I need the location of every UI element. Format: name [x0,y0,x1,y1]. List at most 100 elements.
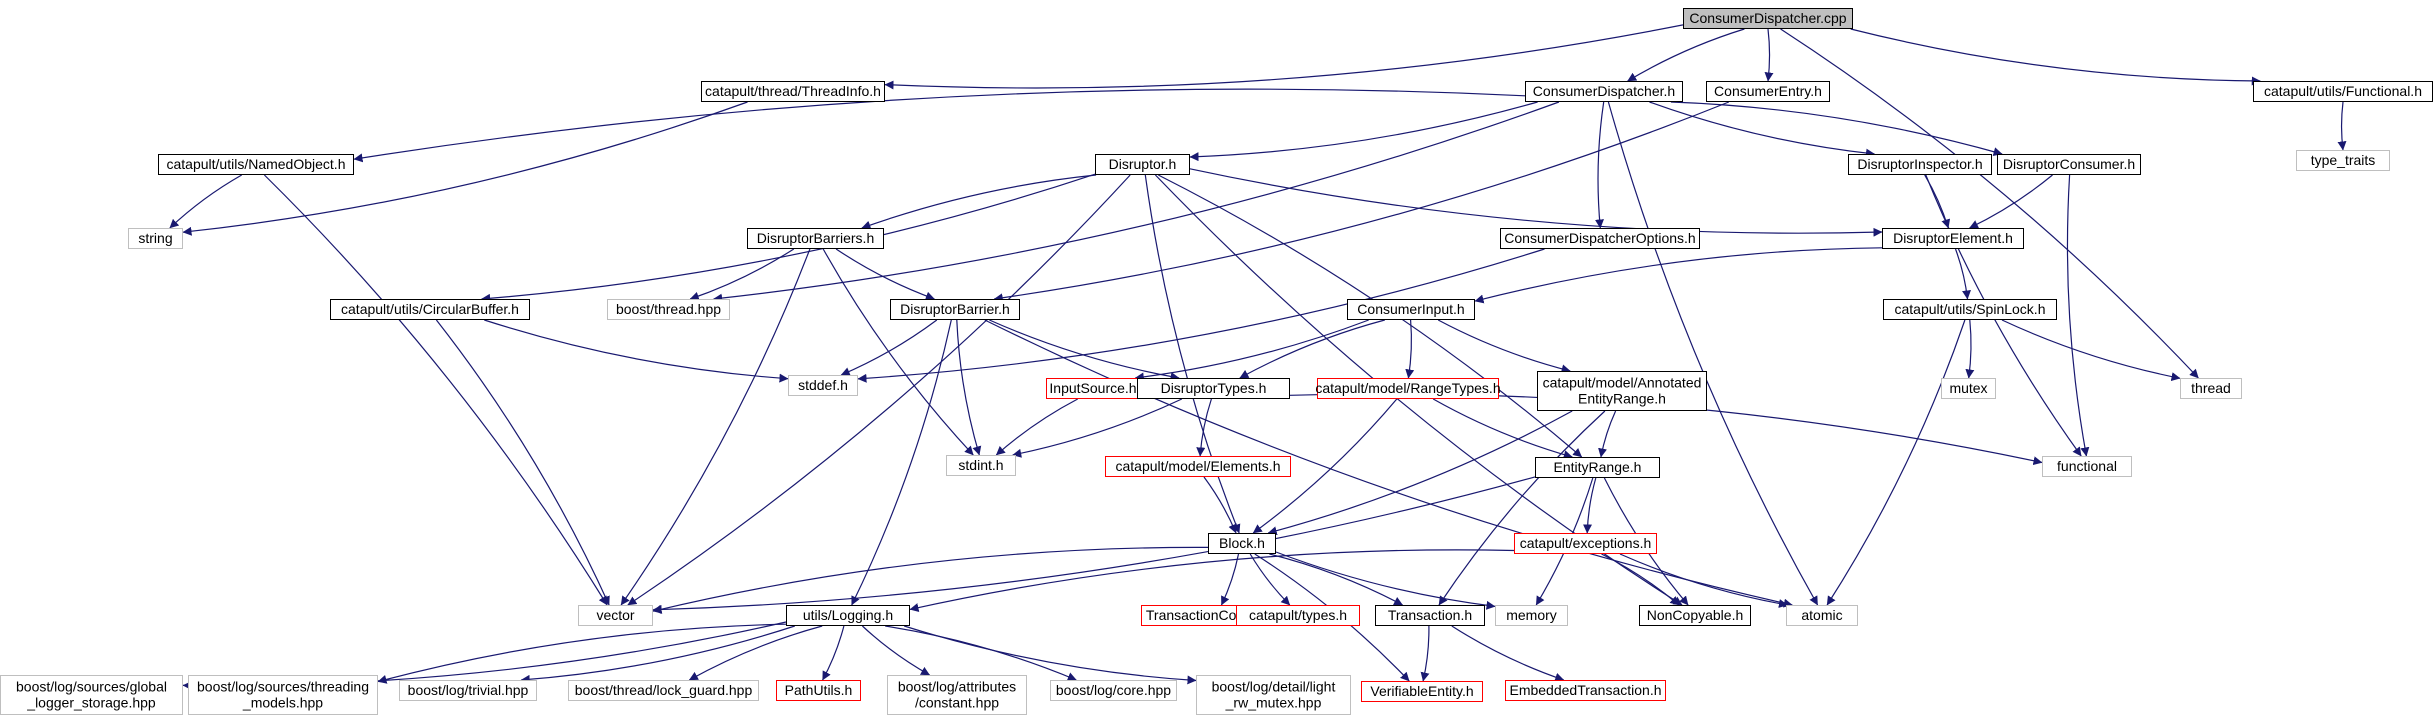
edge-exceptions-to-logging [909,549,1515,612]
edge-dbarriers-to-dbarrier [835,248,935,301]
node-cdh[interactable]: ConsumerDispatcher.h [1525,81,1683,102]
edge-cdh-to-dconsumer [1670,101,2003,157]
node-label: mutex [1949,380,1987,396]
node-spinlock[interactable]: catapult/utils/SpinLock.h [1883,299,2057,320]
node-box [1095,154,1190,175]
node-inputsource[interactable]: InputSource.h [1046,378,1140,399]
edge-dconsumer-to-functional [2066,174,2090,457]
edge-circbuf-to-stddef [484,319,789,383]
node-transaction[interactable]: Transaction.h [1375,605,1485,626]
node-label: functional [2057,458,2117,474]
node-boostthread: boost/thread.hpp [607,299,730,320]
node-stdint: stdint.h [946,455,1016,476]
node-label: DisruptorElement.h [1893,230,2013,246]
node-verifiable[interactable]: VerifiableEntity.h [1361,681,1483,702]
node-bl_core: boost/log/core.hpp [1050,680,1177,701]
edge-elements-to-block [1203,476,1237,534]
node-logging[interactable]: utils/Logging.h [786,605,910,626]
edge-logging-to-bl_mutex [904,625,1197,685]
edge-functional_h-to-type_traits [2337,101,2347,151]
node-label: stddef.h [798,377,848,393]
edge-dtypes-to-stdint [1012,398,1183,458]
node-label: utils/Logging.h [803,607,893,623]
node-threadinfo[interactable]: catapult/thread/ThreadInfo.h [701,81,885,102]
node-dbarriers[interactable]: DisruptorBarriers.h [747,228,884,249]
node-label: catapult/thread/ThreadInfo.h [705,83,881,99]
node-label: ConsumerEntry.h [1714,83,1822,99]
edge-exceptions-to-noncopyable [1601,553,1680,606]
edge-logging-to-bl_trivial [520,625,795,684]
node-dtypes[interactable]: DisruptorTypes.h [1137,378,1290,399]
edge-annotated-to-entityrange [1598,410,1617,458]
node-box [399,680,537,701]
node-label: type_traits [2311,152,2376,168]
edge-spinlock-to-atomic [1826,319,1966,606]
node-label: Disruptor.h [1109,156,1177,172]
edge-annotated-to-block [1267,410,1573,536]
node-dconsumer[interactable]: DisruptorConsumer.h [1997,154,2141,175]
node-cinput[interactable]: ConsumerInput.h [1347,299,1475,320]
node-rangetypes[interactable]: catapult/model/RangeTypes.h [1315,378,1501,399]
node-label: boost/log/trivial.hpp [408,682,529,698]
node-label: boost/log/core.hpp [1056,682,1171,698]
node-label: memory [1506,607,1557,623]
node-exceptions[interactable]: catapult/exceptions.h [1514,533,1657,554]
node-dbarrier[interactable]: DisruptorBarrier.h [890,299,1020,320]
edge-dbarriers-to-boostthread [689,248,795,301]
node-box [1537,371,1707,411]
node-noncopyable[interactable]: NonCopyable.h [1639,605,1751,626]
node-label: DisruptorConsumer.h [2003,156,2135,172]
node-named[interactable]: catapult/utils/NamedObject.h [158,154,354,175]
node-label: boost/log/sources/global [16,679,167,695]
node-dinspector[interactable]: DisruptorInspector.h [1848,154,1992,175]
edge-rangetypes-to-block [1252,398,1398,534]
node-centry[interactable]: ConsumerEntry.h [1706,81,1830,102]
node-label: boost/log/detail/light [1212,679,1336,695]
edge-delement-to-cinput [1474,247,1883,304]
edge-block-to-memory [1275,551,1496,610]
node-label: catapult/utils/SpinLock.h [1895,301,2046,317]
node-label: thread [2191,380,2231,396]
node-label: string [138,230,172,246]
node-box [0,675,183,715]
node-box [788,375,858,396]
edge-named-to-vector [263,174,608,606]
node-type_traits: type_traits [2296,150,2390,171]
node-thread: thread [2180,378,2242,399]
node-ctypes[interactable]: catapult/types.h [1236,605,1360,626]
edge-dbarrier-to-dtypes [989,319,1180,381]
node-string: string [128,228,183,249]
node-disruptor[interactable]: Disruptor.h [1095,154,1190,175]
node-cdoptions[interactable]: ConsumerDispatcherOptions.h [1500,228,1700,249]
node-box [607,299,730,320]
node-functional_h[interactable]: catapult/utils/Functional.h [2253,81,2433,102]
node-label: boost/log/attributes [898,679,1016,695]
edge-disruptor-to-block [1144,174,1241,534]
node-embedded[interactable]: EmbeddedTransaction.h [1505,680,1666,701]
node-delement[interactable]: DisruptorElement.h [1882,228,2024,249]
edge-inputsource-to-stdint [995,398,1078,456]
edge-dbarriers-to-stdint [822,248,974,456]
node-entityrange[interactable]: EntityRange.h [1535,457,1660,478]
node-bt_lockguard: boost/thread/lock_guard.hpp [568,680,759,701]
edge-root-to-thread [1780,28,2199,379]
node-block[interactable]: Block.h [1208,533,1276,554]
node-box [330,299,530,320]
edge-disruptor-to-dbarriers [861,174,1097,230]
node-box [946,455,1016,476]
node-root[interactable]: ConsumerDispatcher.cpp [1683,8,1853,29]
node-box [776,680,861,701]
edge-dbarriers-to-vector [620,248,811,606]
node-box [1525,81,1683,102]
edge-transaction-to-embedded [1451,625,1565,682]
node-elements[interactable]: catapult/model/Elements.h [1105,456,1291,477]
node-label: boost/thread/lock_guard.hpp [575,682,753,698]
node-label: Transaction.h [1388,607,1472,623]
node-label: PathUtils.h [785,682,853,698]
node-label: /constant.hpp [915,695,999,711]
node-label: _models.hpp [242,695,323,711]
node-pathutils[interactable]: PathUtils.h [776,680,861,701]
node-circbuf[interactable]: catapult/utils/CircularBuffer.h [330,299,530,320]
node-box [1375,605,1485,626]
